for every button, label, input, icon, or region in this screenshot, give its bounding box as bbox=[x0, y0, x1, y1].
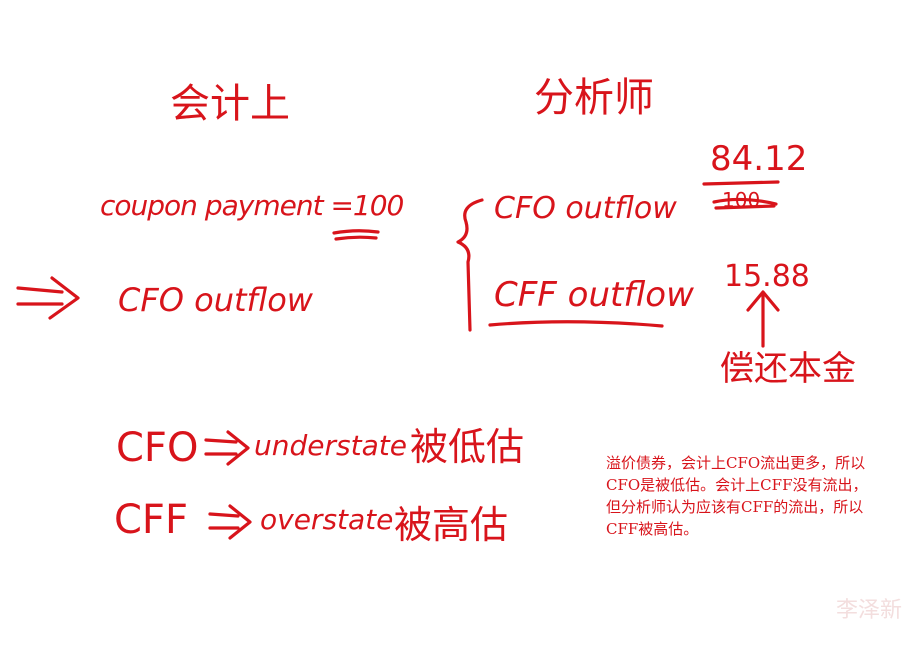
watermark: 李泽新 bbox=[836, 598, 903, 623]
right-cff-outflow: CFF outflow bbox=[494, 275, 694, 315]
cfo-effect-cn: 被低估 bbox=[410, 425, 525, 469]
coupon-payment-text: coupon payment =100 bbox=[100, 189, 404, 222]
double-arrow-icon bbox=[16, 276, 80, 320]
strike-through bbox=[712, 197, 778, 210]
right-heading: 分析师 bbox=[534, 75, 654, 121]
up-arrow-icon bbox=[746, 290, 780, 348]
explanation-note: 溢价债券，会计上CFO流出更多，所以CFO是被低估。会计上CFF没有流出，但分析… bbox=[606, 454, 868, 538]
cfo-effect: understate bbox=[254, 429, 407, 462]
principal-repayment-label: 偿还本金 bbox=[720, 349, 856, 389]
cff-underline bbox=[488, 320, 664, 328]
cff-arrow-icon bbox=[208, 504, 252, 540]
right-cfo-outflow: CFO outflow bbox=[494, 191, 677, 226]
cff-term: CFF bbox=[114, 497, 188, 543]
cfo-struck-value: 100 bbox=[722, 188, 761, 212]
cfo-arrow-icon bbox=[204, 430, 250, 466]
cff-value: 15.88 bbox=[724, 259, 810, 294]
cff-effect: overstate bbox=[260, 503, 394, 536]
fraction-line bbox=[702, 180, 780, 186]
cfo-term: CFO bbox=[116, 425, 199, 471]
cff-effect-cn: 被高估 bbox=[394, 503, 509, 547]
brace-icon bbox=[456, 198, 484, 332]
left-heading: 会计上 bbox=[170, 81, 290, 127]
left-cfo-outflow: CFO outflow bbox=[118, 281, 313, 319]
cfo-value: 84.12 bbox=[710, 139, 808, 179]
coupon-underline bbox=[332, 229, 380, 241]
